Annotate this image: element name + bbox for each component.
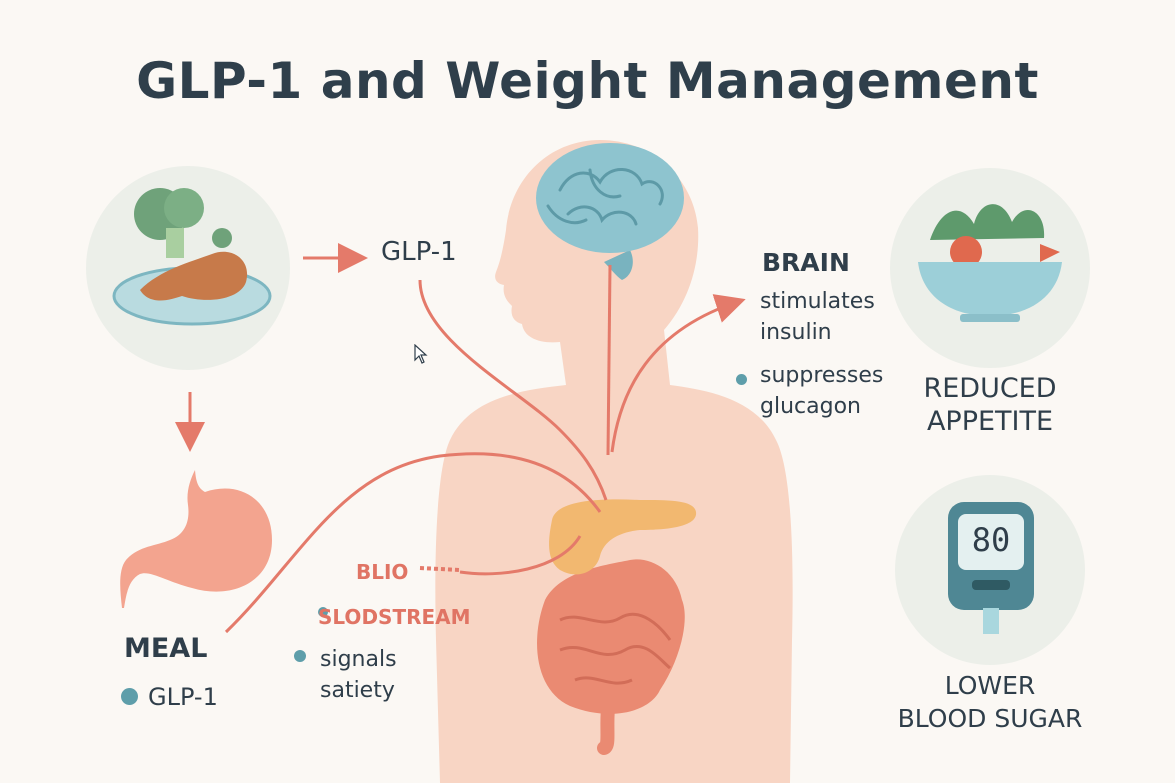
intestine-icon — [537, 559, 685, 755]
meal-heading: MEAL — [124, 633, 208, 664]
human-body-silhouette — [435, 140, 793, 783]
signals-satiety-text: signals satiety — [320, 647, 397, 703]
bullet-dot — [318, 607, 328, 617]
glucose-meter-illustration — [895, 475, 1085, 665]
reduced-appetite-text: REDUCED APPETITE — [923, 373, 1057, 437]
meal-to-pancreas-curve — [224, 452, 602, 634]
bullet-dot — [736, 374, 747, 385]
glucose-meter-reading: 80 — [971, 521, 1011, 559]
blio-to-pancreas-curve — [459, 535, 582, 576]
pancreas-icon — [549, 499, 697, 575]
reduced-appetite-label: REDUCED APPETITE — [890, 372, 1090, 438]
effect-suppresses-glucagon-text: suppresses glucagon — [760, 363, 884, 419]
meal-illustration — [86, 166, 290, 370]
salad-bowl-illustration — [890, 168, 1090, 368]
lower-blood-sugar-label: LOWER BLOOD SUGAR — [890, 669, 1090, 735]
lower-blood-sugar-text: LOWER BLOOD SUGAR — [897, 671, 1083, 733]
effect-stimulates-insulin-text: stimulates insulin — [760, 289, 875, 345]
bullet-dot — [121, 688, 138, 705]
effect-stimulates-insulin: stimulates insulin — [760, 286, 875, 348]
pancreas-to-brain-arrow — [610, 294, 746, 453]
signals-satiety: signals satiety — [320, 644, 397, 706]
meal-glp1-bullet: GLP-1 — [148, 683, 218, 711]
stomach-icon — [120, 470, 272, 608]
effect-suppresses-glucagon: suppresses glucagon — [760, 360, 883, 422]
brain-heading: BRAIN — [762, 248, 850, 277]
glp1-label: GLP-1 — [381, 237, 457, 267]
glp1-pathway-curve — [418, 279, 608, 501]
bullet-dot — [294, 650, 306, 662]
mouse-cursor-icon — [414, 344, 428, 364]
brain-icon — [536, 143, 684, 280]
bloodstream-label: SLODSTREAM — [318, 605, 471, 629]
blio-label: BLIO — [356, 560, 409, 584]
page-title: GLP-1 and Weight Management — [136, 52, 1039, 110]
nerve-line — [606, 264, 612, 456]
